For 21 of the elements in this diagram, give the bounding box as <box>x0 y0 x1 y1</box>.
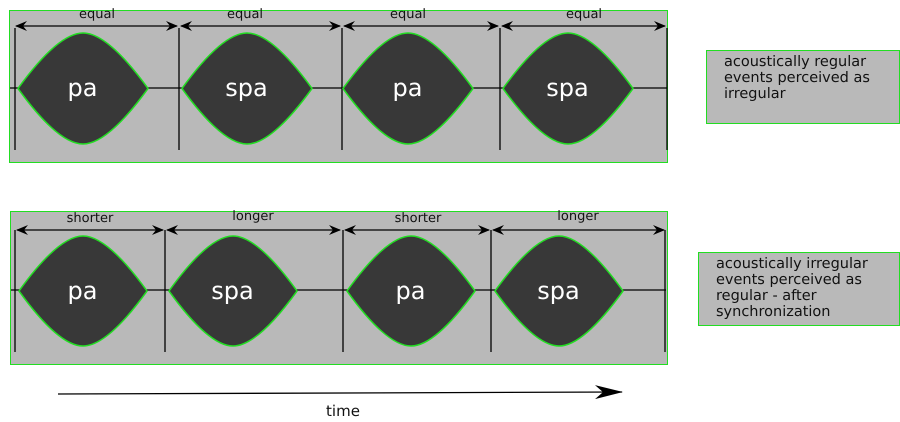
duration-label: longer <box>232 209 274 224</box>
duration-label: equal <box>78 7 116 22</box>
timeline-panel <box>10 211 668 365</box>
timeline-panel <box>9 10 668 163</box>
duration-label: shorter <box>66 211 114 226</box>
note-box: acoustically irregular events perceived as regular - after synchronization <box>698 252 900 326</box>
syllable-shape: spa <box>168 234 298 346</box>
duration-label: longer <box>557 209 599 224</box>
syllable-shape: pa <box>18 234 148 346</box>
duration-label: equal <box>566 7 602 22</box>
duration-label: equal <box>226 7 264 22</box>
syllable-shape: pa <box>346 234 476 346</box>
syllable-shape: pa <box>342 32 474 144</box>
duration-label: equal <box>390 7 426 22</box>
duration-label: shorter <box>394 211 442 226</box>
syllable-shape: spa <box>494 234 624 346</box>
note-box: acoustically regular events perceived as irregular <box>706 50 900 124</box>
syllable-shape: pa <box>16 32 148 144</box>
axis-label: time <box>326 402 360 420</box>
syllable-shape: spa <box>502 32 634 144</box>
syllable-shape: spa <box>180 32 312 144</box>
